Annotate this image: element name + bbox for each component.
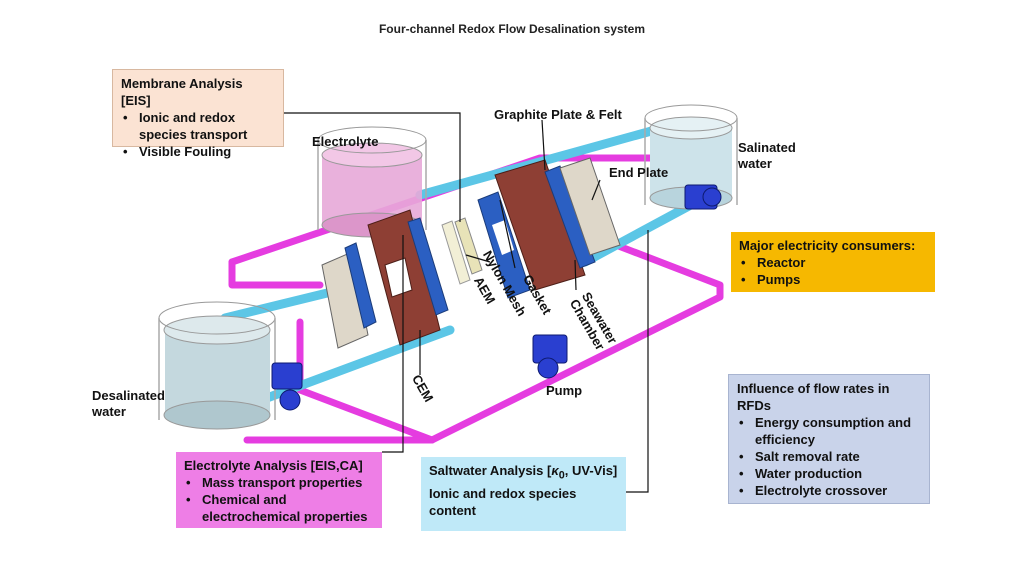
list-item: Salt removal rate xyxy=(737,448,921,465)
list-item: Reactor xyxy=(739,254,927,271)
flow-rates-box: Influence of flow rates in RFDs Energy c… xyxy=(728,374,930,504)
list-item: Electrolyte crossover xyxy=(737,482,921,499)
cem-membrane xyxy=(407,217,449,316)
seawater-leader xyxy=(574,259,577,291)
right-cell-stack xyxy=(477,157,621,299)
pump-left xyxy=(271,362,303,411)
nylon-leader xyxy=(465,254,491,263)
list-item: Chemical and electrochemical properties xyxy=(184,491,374,525)
kappa-subscript: 0 xyxy=(558,469,565,482)
list-item: Water production xyxy=(737,465,921,482)
right-graphite-plate xyxy=(494,159,586,291)
list-item: Ionic and redox species transport xyxy=(121,109,275,143)
electrolyte-analysis-heading: Electrolyte Analysis [EIS,CA] xyxy=(184,458,363,473)
pump-right xyxy=(684,184,722,210)
aem-membrane xyxy=(454,217,483,275)
label-salinated-water: Salinated water xyxy=(738,140,796,171)
saltwater-analysis-heading: Saltwater Analysis [κ0, UV-Vis] xyxy=(429,462,618,485)
membrane-layers xyxy=(441,217,483,285)
seawater-chamber-membrane xyxy=(544,165,596,269)
list-item: Mass transport properties xyxy=(184,474,374,491)
label-pump: Pump xyxy=(546,383,583,398)
membrane-analysis-heading: Membrane Analysis [EIS] xyxy=(121,76,243,108)
list-item: Pumps xyxy=(739,271,927,288)
desalinated-tank xyxy=(158,301,276,430)
left-membrane-blue xyxy=(344,242,377,329)
major-consumers-box: Major electricity consumers: Reactor Pum… xyxy=(731,232,935,292)
end-plate-leader xyxy=(591,179,601,201)
cyan-pipe-right xyxy=(580,195,705,267)
list-item: Visible Fouling xyxy=(121,143,275,160)
saltwater-heading-pre: Saltwater Analysis [ xyxy=(429,463,552,478)
nylon-mesh xyxy=(441,220,471,285)
pump-center xyxy=(532,334,568,379)
saltwater-analysis-box: Saltwater Analysis [κ0, UV-Vis] Ionic an… xyxy=(421,457,626,531)
electrolyte-callout-line xyxy=(382,235,404,453)
label-desalinated-water: Desalinated water xyxy=(92,388,165,419)
label-electrolyte: Electrolyte xyxy=(312,134,379,149)
diagram-title: Four-channel Redox Flow Desalination sys… xyxy=(378,22,646,36)
list-item: Energy consumption and efficiency xyxy=(737,414,921,448)
saltwater-analysis-body: Ionic and redox species content xyxy=(429,485,577,518)
label-end-plate: End Plate xyxy=(609,165,669,180)
membrane-analysis-box: Membrane Analysis [EIS] Ionic and redox … xyxy=(112,69,284,160)
electrolyte-analysis-box: Electrolyte Analysis [EIS,CA] Mass trans… xyxy=(176,452,382,528)
graphite-leader xyxy=(541,119,546,171)
magenta-pipe-outer xyxy=(228,258,324,289)
kappa-symbol: κ xyxy=(551,463,559,478)
membrane-callout-line xyxy=(284,112,461,222)
gasket-leader xyxy=(499,199,516,269)
magenta-pipe-front xyxy=(243,231,724,444)
label-graphite-plate-felt: Graphite Plate & Felt xyxy=(494,107,622,122)
flow-rates-heading: Influence of flow rates in RFDs xyxy=(737,381,890,413)
saltwater-heading-post: , UV-Vis] xyxy=(564,463,618,478)
major-consumers-heading: Major electricity consumers: xyxy=(739,238,916,253)
right-end-plate xyxy=(559,157,621,256)
callout-lines xyxy=(284,112,649,493)
left-cell-stack xyxy=(321,209,449,349)
saltwater-callout-line xyxy=(626,230,649,493)
